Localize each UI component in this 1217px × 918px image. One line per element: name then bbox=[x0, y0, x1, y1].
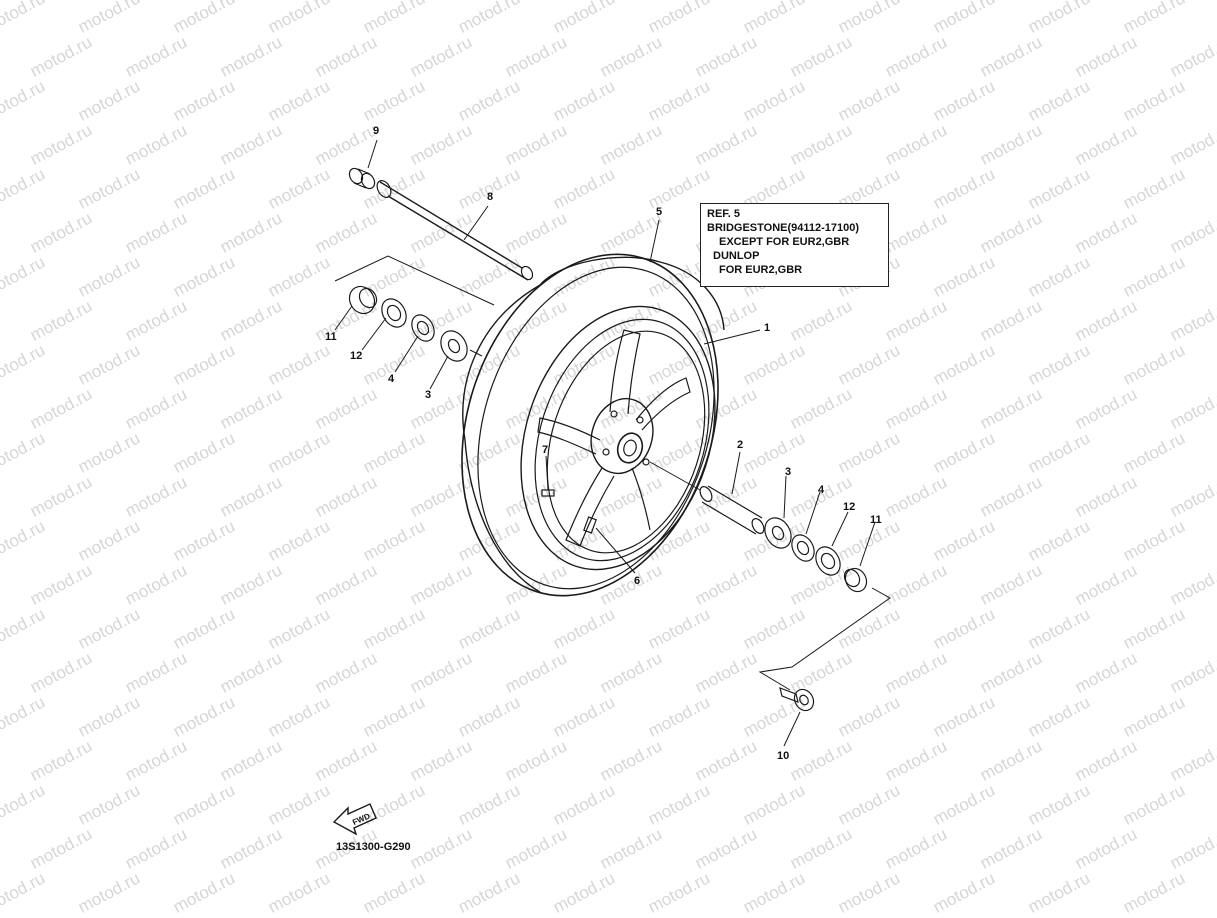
ref-number: REF. 5 bbox=[707, 208, 741, 220]
fwd-arrow: FWD bbox=[332, 803, 377, 836]
callout-2: 2 bbox=[737, 439, 743, 451]
spacer-2 bbox=[649, 461, 765, 535]
right-spacers bbox=[764, 517, 868, 593]
callout-5: 5 bbox=[656, 206, 662, 218]
leader-lines bbox=[334, 139, 876, 747]
callout-10: 10 bbox=[777, 750, 789, 762]
callouts: 1 2 3 3 4 4 5 6 7 8 9 10 11 11 12 12 bbox=[325, 125, 882, 762]
rim bbox=[520, 305, 716, 571]
hub bbox=[590, 397, 654, 475]
diagram-code: 13S1300-G290 bbox=[336, 841, 411, 853]
spokes bbox=[537, 329, 691, 547]
callout-4-right: 4 bbox=[818, 484, 825, 496]
ref-line-3: DUNLOP bbox=[713, 250, 760, 262]
bolt-10 bbox=[779, 687, 815, 712]
callout-3-right: 3 bbox=[785, 466, 791, 478]
callout-11-left: 11 bbox=[325, 331, 337, 343]
valve bbox=[583, 516, 597, 534]
callout-12-right: 12 bbox=[843, 501, 855, 513]
ref-line-4: FOR EUR2,GBR bbox=[719, 264, 803, 276]
right-bracket bbox=[758, 587, 891, 691]
callout-11-right: 11 bbox=[870, 514, 882, 526]
left-spacers bbox=[348, 285, 468, 362]
ref-line-2: EXCEPT FOR EUR2,GBR bbox=[719, 236, 850, 248]
callout-8: 8 bbox=[487, 191, 493, 203]
left-bracket bbox=[334, 255, 495, 357]
callout-12-left: 12 bbox=[350, 350, 362, 362]
callout-7: 7 bbox=[542, 444, 548, 456]
callout-3-left: 3 bbox=[425, 389, 431, 401]
collar-9 bbox=[348, 167, 376, 190]
ref-line-1: BRIDGESTONE(94112-17100) bbox=[707, 222, 860, 234]
callout-4-left: 4 bbox=[388, 373, 395, 385]
reference-note-box: REF. 5 BRIDGESTONE(94112-17100) EXCEPT F… bbox=[700, 203, 889, 287]
callout-9: 9 bbox=[373, 125, 379, 137]
axle-left bbox=[376, 180, 534, 281]
balance-weight bbox=[541, 489, 555, 497]
callout-6: 6 bbox=[634, 575, 640, 587]
callout-1: 1 bbox=[764, 322, 770, 334]
